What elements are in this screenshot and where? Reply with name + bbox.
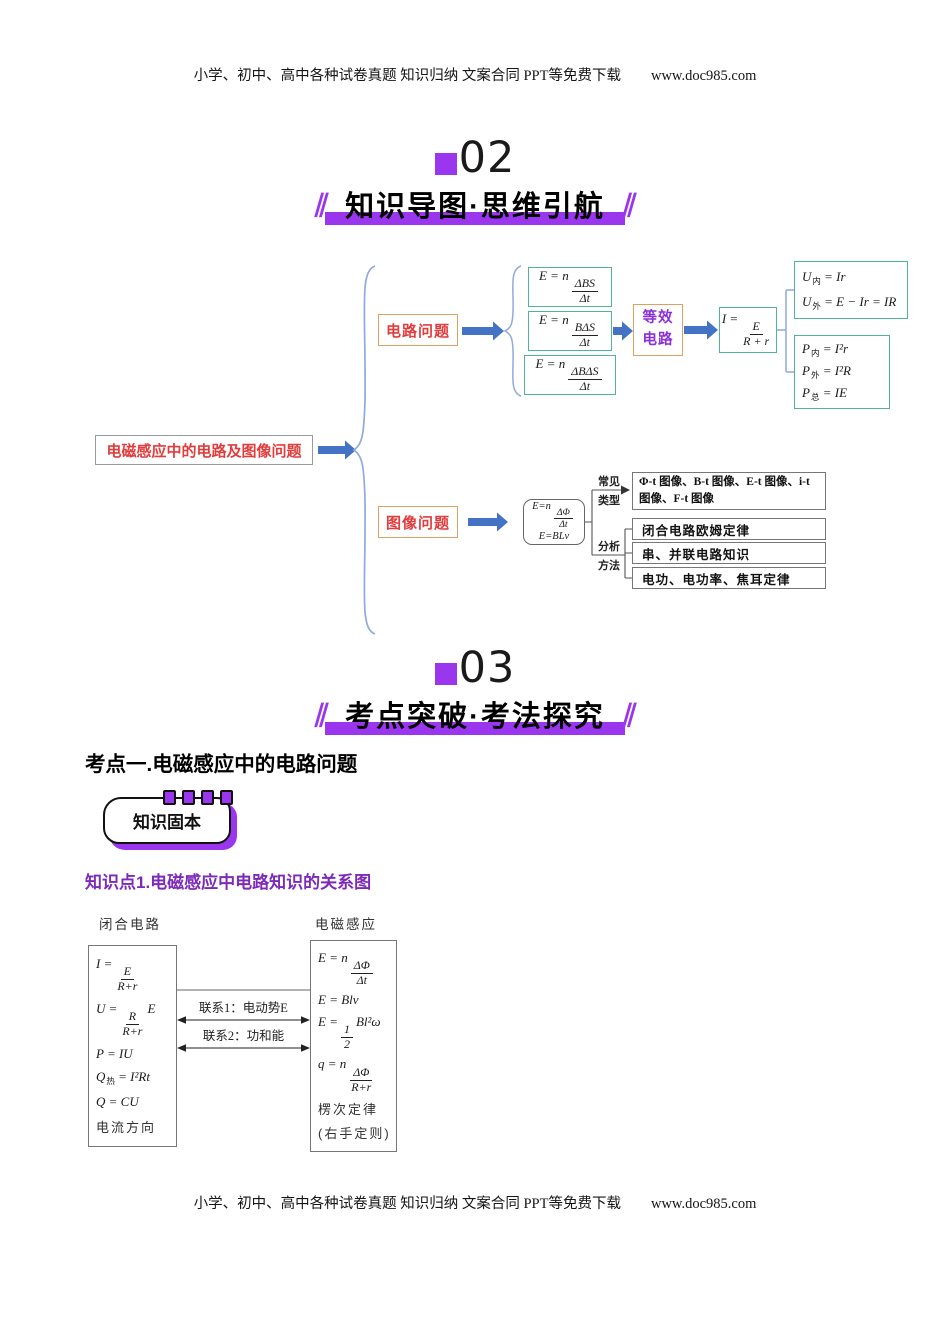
root-node: 电磁感应中的电路及图像问题 bbox=[95, 435, 313, 465]
analysis-methods-label: 分析 方法 bbox=[598, 541, 620, 572]
em-induction-title: 电磁感应 bbox=[315, 917, 377, 932]
title-highlight-bar bbox=[325, 722, 625, 735]
power-box: P内 = I²r P外 = I²R P总 = IE bbox=[794, 335, 890, 409]
method-box-1: 闭合电路欧姆定律 bbox=[632, 518, 826, 540]
title-highlight-bar bbox=[325, 212, 625, 225]
circuit-topic-node: 电路问题 bbox=[378, 314, 458, 346]
section-02-title: 知识导图·思维引航 bbox=[325, 183, 625, 225]
section-03-number: 03 bbox=[458, 643, 516, 693]
page-header: 小学、初中、高中各种试卷真题 知识归纳 文案合同 PPT等免费下载 www.doc… bbox=[0, 64, 950, 85]
purple-square-icon bbox=[434, 663, 457, 685]
equivalent-circuit-node: 等效 电路 bbox=[633, 304, 683, 356]
section-03: 03 ∥ 考点突破·考法探究 ∥ bbox=[0, 636, 950, 735]
closed-circuit-title: 闭合电路 bbox=[99, 917, 161, 932]
footer-text: 小学、初中、高中各种试卷真题 知识归纳 文案合同 PPT等免费下载 bbox=[193, 1196, 621, 1212]
relation-connectors bbox=[177, 989, 310, 1052]
section-03-title: 考点突破·考法探究 bbox=[325, 693, 625, 735]
section-02-number-row: 02 bbox=[0, 126, 950, 180]
method-box-2: 串、并联电路知识 bbox=[632, 542, 826, 564]
page-footer: 小学、初中、高中各种试卷真题 知识归纳 文案合同 PPT等免费下载 www.doc… bbox=[0, 1192, 950, 1213]
header-url: www.doc985.com bbox=[650, 68, 757, 84]
section-02-number: 02 bbox=[458, 133, 516, 183]
knowledge-point-title: 知识点1.电磁感应中电路知识的关系图 bbox=[85, 873, 372, 892]
section-03-number-row: 03 bbox=[0, 636, 950, 690]
graph-topic-node: 图像问题 bbox=[378, 506, 458, 538]
header-text: 小学、初中、高中各种试卷真题 知识归纳 文案合同 PPT等免费下载 bbox=[193, 68, 621, 84]
link-2-label: 联系2：功和能 bbox=[202, 1029, 285, 1043]
voltage-box: U内 = Ir U外 = E − Ir = IR bbox=[794, 261, 908, 319]
link-1-label: 联系1：电动势E bbox=[199, 1001, 288, 1015]
exam-point-heading: 考点一.电磁感应中的电路问题 bbox=[85, 753, 358, 776]
badge-tabs-icon bbox=[163, 790, 233, 805]
graph-types-box: Φ-t 图像、B-t 图像、E-t 图像、i-t 图像、F-t 图像 bbox=[632, 472, 826, 510]
section-02: 02 ∥ 知识导图·思维引航 ∥ bbox=[0, 126, 950, 225]
common-types-label: 常见 类型 bbox=[598, 476, 620, 507]
slash-icon: ∥ bbox=[618, 699, 640, 728]
slash-icon: ∥ bbox=[618, 189, 640, 218]
method-box-3: 电功、电功率、焦耳定律 bbox=[632, 567, 826, 589]
knowledge-badge: 知识固本 bbox=[103, 790, 233, 844]
mindmap-connectors bbox=[318, 265, 794, 635]
footer-url: www.doc985.com bbox=[650, 1196, 757, 1212]
purple-square-icon bbox=[434, 153, 457, 175]
